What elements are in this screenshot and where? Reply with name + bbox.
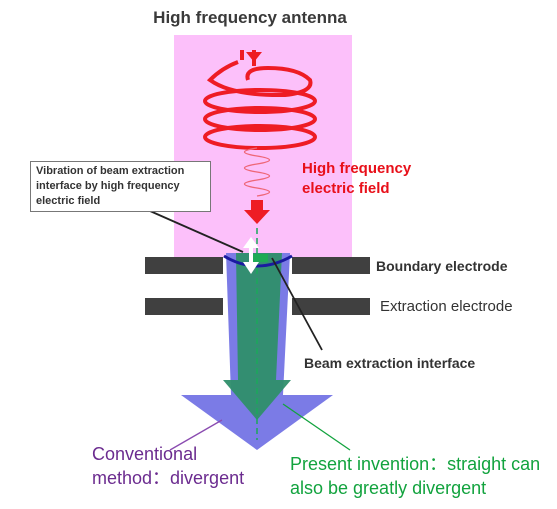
hf-field-label: High frequency electric field [302,160,412,197]
page-title: High frequency antenna [153,8,347,27]
antenna-coil [203,50,317,150]
callout-leader [149,210,244,253]
hf-field-arrow [244,200,270,224]
present-invention-label: Present invention：straight can also be g… [290,454,541,498]
vibration-callout: Vibration of beam extraction interface b… [30,161,211,212]
present-invention-beam [223,253,291,420]
interface-marker [250,254,268,262]
vibration-double-arrow [243,237,259,274]
conventional-method-label: Conventional method：divergent [92,444,245,488]
boundary-electrode-label: Boundary electrode [376,258,508,274]
extraction-electrode-right [292,298,370,315]
beam-extraction-interface [223,254,293,268]
beam-interface-label: Beam extraction interface [304,355,476,371]
present-leader [282,403,351,451]
antenna-feed-arrow [246,52,262,62]
boundary-electrode-left [145,257,223,274]
conventional-leader [169,419,223,451]
boundary-electrode-right [292,257,370,274]
extraction-electrode-label: Extraction electrode [380,298,513,315]
hf-field-wave [243,147,271,197]
extraction-electrode-left [145,298,223,315]
interface-leader [271,257,323,351]
